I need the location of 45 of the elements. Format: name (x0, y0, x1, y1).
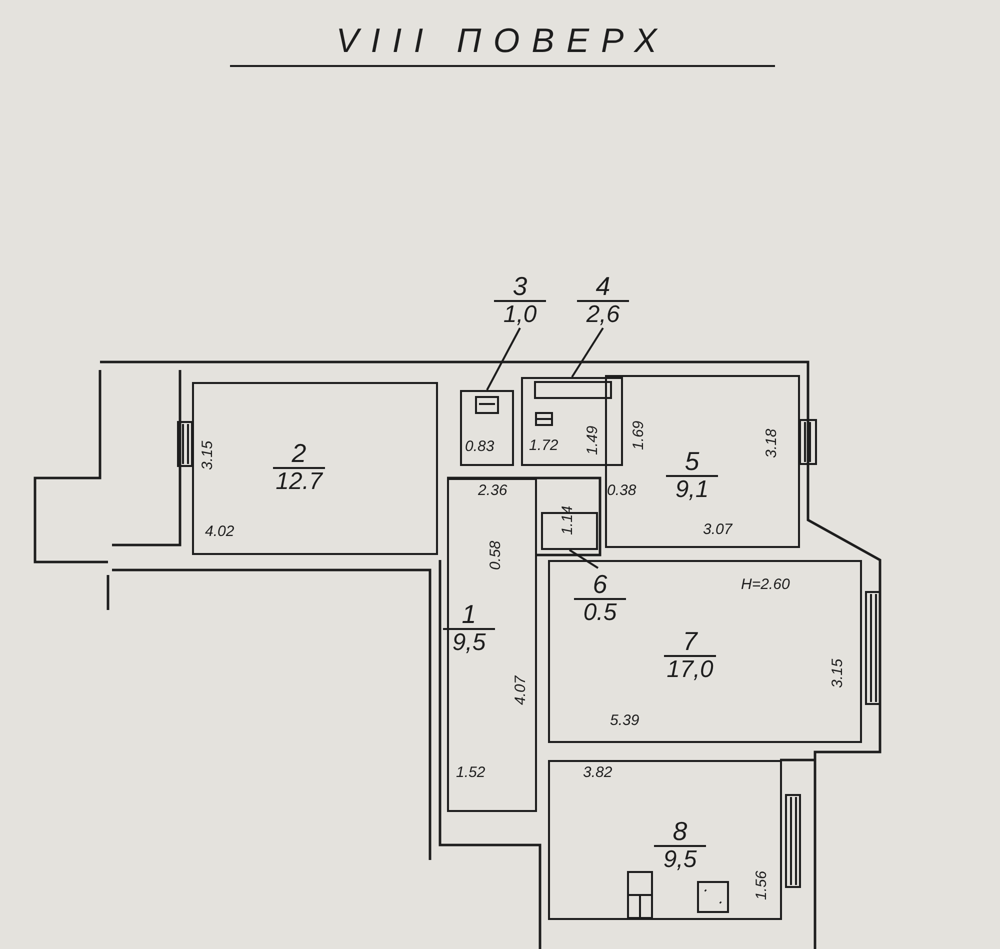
dimension-label: 1.72 (529, 437, 558, 455)
leader-line (486, 328, 521, 390)
room-outline (605, 375, 800, 548)
dimension-label: 0.58 (487, 540, 505, 570)
dimension-label: 3.15 (829, 658, 847, 688)
room-number: 7 (664, 627, 716, 657)
dimension-label: 0.83 (465, 438, 494, 456)
leader-line (568, 549, 599, 569)
dimension-label: 1.56 (753, 870, 771, 900)
room-outline (548, 560, 862, 743)
dimension-label: 0.38 (607, 482, 636, 500)
dimension-label: 1.52 (456, 764, 486, 782)
leader-line (571, 327, 604, 378)
dimension-label: 4.07 (512, 676, 530, 705)
room-area: 9,5 (443, 630, 495, 656)
room-number: 5 (666, 447, 718, 477)
room-area: 1,0 (494, 302, 546, 328)
room-number: 3 (494, 272, 546, 302)
room-area: 2,6 (577, 302, 629, 328)
dimension-label: 3.82 (583, 764, 612, 782)
room-number: 2 (273, 439, 325, 469)
dimension-label: 2.36 (478, 482, 508, 500)
room-area: 17,0 (664, 657, 716, 683)
room-area: 9,5 (654, 847, 706, 873)
title: VIII ПОВЕРХ (230, 22, 775, 67)
dimension-label: 1.49 (584, 426, 602, 455)
dimension-label: 5.39 (610, 712, 640, 730)
dimension-label: 4.02 (205, 523, 234, 541)
room-area: 0.5 (574, 600, 626, 626)
dimension-label: 3.07 (703, 521, 732, 539)
room-number: 8 (654, 817, 706, 847)
room-outline (521, 377, 623, 466)
dimension-label: 1.69 (630, 420, 648, 450)
room-outline (192, 382, 438, 555)
room-number: 1 (443, 600, 495, 630)
room-area: 12.7 (273, 469, 325, 495)
room-outline (548, 760, 782, 920)
room-number: 4 (577, 272, 629, 302)
dimension-label: 3.15 (199, 440, 217, 470)
room-number: 6 (574, 570, 626, 600)
dimension-label: 3.18 (763, 428, 781, 458)
room-outline (460, 390, 514, 466)
dimension-label: H=2.60 (741, 576, 790, 594)
room-area: 9,1 (666, 477, 718, 503)
dimension-label: 1.14 (559, 506, 577, 535)
